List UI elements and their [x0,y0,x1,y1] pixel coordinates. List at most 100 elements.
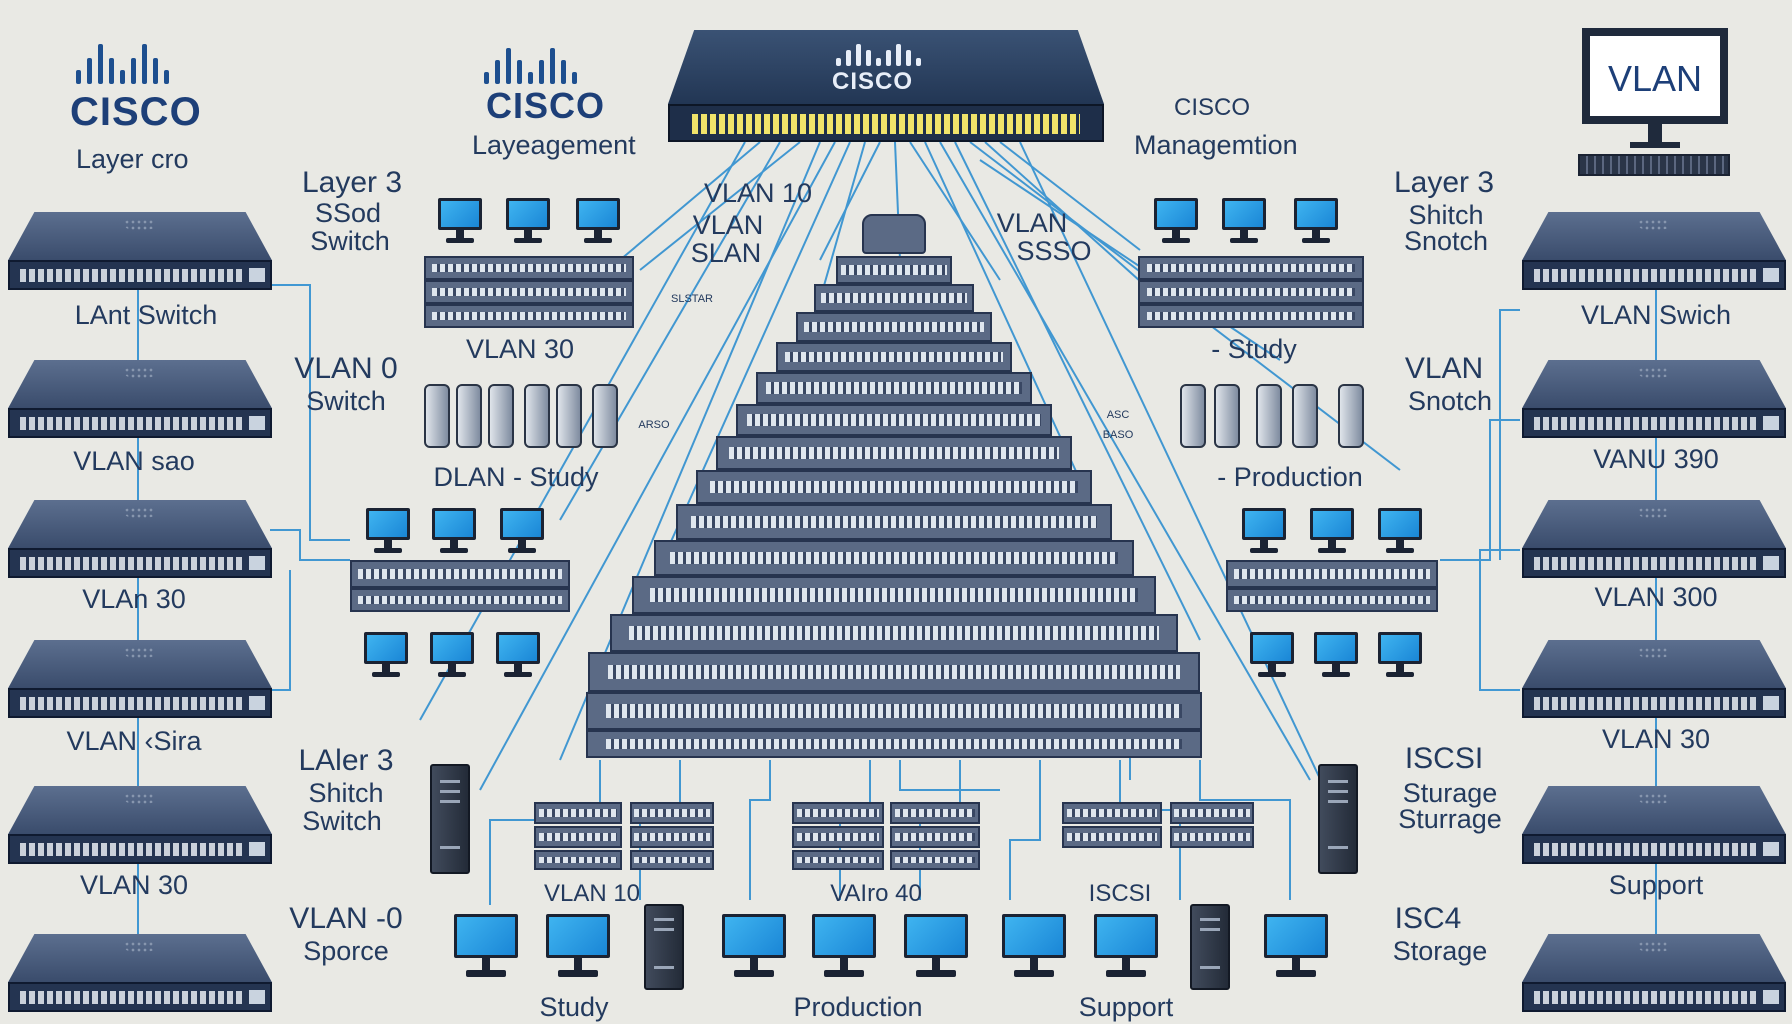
switch-stack [1170,826,1254,848]
switch-icon [1522,640,1786,718]
switch-stack [792,802,884,824]
pyramid-switch [796,312,992,342]
switch-stack [424,304,634,328]
switch-icon [8,786,272,864]
mid-right-tiny: BASO [1102,429,1134,441]
monitor-icon [812,914,876,980]
cisco-logo-text-mid: CISCO [486,85,606,126]
right-inner-label: Shitch [1408,200,1484,230]
right-inner-label: Snotch [1407,386,1493,416]
monitor-icon [546,914,610,980]
monitor-icon [1378,632,1422,678]
switch-icon [1522,360,1786,438]
keyboard-icon [1578,154,1730,176]
switch-stack [890,826,980,848]
pyramid-switch [586,730,1202,758]
right-inner-label: Snotch [1403,226,1489,256]
monitor-icon [1222,198,1266,244]
cisco-logo-text-left: CISCO [70,90,202,134]
monitor-icon [1094,914,1158,980]
core-label-1: CISCO [1174,94,1251,121]
left-inner-label: VLAN 0 [294,352,398,385]
switch-icon [1522,500,1786,578]
switch-stack [350,560,570,588]
storage-drive-icon [424,384,450,448]
right-inner-label: Storage [1392,936,1488,966]
mid-left-label: VLAN 30 [465,334,575,364]
core-label-2: Managemtion [1134,130,1298,160]
switch-stack [890,850,980,870]
monitor-icon [496,632,540,678]
switch-stack [1226,588,1438,612]
monitor-icon [454,914,518,980]
server-icon [644,904,684,990]
switch-stack [424,280,634,304]
bottom-label: Production [793,992,923,1022]
monitor-icon [1242,508,1286,554]
right-inner-label: Sturage [1402,778,1498,808]
storage-drive-icon [556,384,582,448]
bottom-label: Support [1078,992,1174,1022]
mid-left-label: VLAN [692,210,764,240]
pyramid-switch [696,470,1092,504]
storage-drive-icon [1292,384,1318,448]
cisco-logo-text-core: CISCO [832,68,914,95]
switch-stack [534,826,622,848]
right-col-label-2: VANU 390 [1593,444,1719,474]
left-col-label-1: LAnt Switch [74,300,218,330]
pyramid-switch [676,504,1112,540]
switch-stack [534,802,622,824]
mid-right-label: - Production [1217,462,1363,492]
switch-stack [1138,280,1364,304]
mid-left-label: VLAN 10 [703,178,813,208]
mid-right-label: VLAN [996,208,1068,238]
server-icon [1190,904,1230,990]
left-col-label-5: VLAN 30 [79,870,189,900]
right-inner-label: Layer 3 [1393,166,1495,199]
left-inner-label: Layer 3 [301,166,403,199]
pyramid-switch [588,652,1200,692]
switch-stack [890,802,980,824]
switch-icon [1522,212,1786,290]
bottom-group-label: ISCSI [1088,880,1152,907]
switch-stack [1062,802,1162,824]
right-inner-label: ISC4 [1394,902,1462,935]
pyramid-switch [862,214,926,254]
monitor-icon [1378,508,1422,554]
pyramid-switch [716,436,1072,470]
monitor-stand [1648,124,1662,144]
logo-left-subtitle: Layer cro [76,144,189,174]
monitor-icon [1310,508,1354,554]
mid-left-tiny: SLSTAR [671,293,713,305]
monitor-icon [430,632,474,678]
monitor-icon [722,914,786,980]
switch-icon [8,500,272,578]
vlan-monitor: VLAN [1582,28,1728,124]
switch-stack [792,826,884,848]
vlan-monitor-text: VLAN [1607,58,1703,99]
right-inner-label: Sturrage [1398,804,1502,834]
pyramid-switch [736,404,1052,436]
bottom-label: Study [539,992,609,1022]
monitor-icon [576,198,620,244]
left-inner-label: SSod [314,198,382,228]
pyramid-switch [632,576,1156,614]
switch-stack [1226,560,1438,588]
right-col-label-3: VLAN 300 [1594,582,1718,612]
monitor-icon [1002,914,1066,980]
core-switch: CISCO [668,30,1104,142]
pyramid-switch [814,284,974,312]
storage-drive-icon [1256,384,1282,448]
storage-drive-icon [1180,384,1206,448]
left-col-label-4: VLAN ‹Sira [66,726,202,756]
left-col-label-2: VLAN sao [73,446,195,476]
switch-stack [792,850,884,870]
switch-icon [1522,786,1786,864]
mid-left-label: DLAN - Study [433,462,599,492]
right-inner-label: ISCSI [1404,742,1484,775]
switch-icon [8,360,272,438]
server-icon [430,764,470,874]
right-col-label-5: Support [1608,870,1704,900]
monitor-icon [432,508,476,554]
